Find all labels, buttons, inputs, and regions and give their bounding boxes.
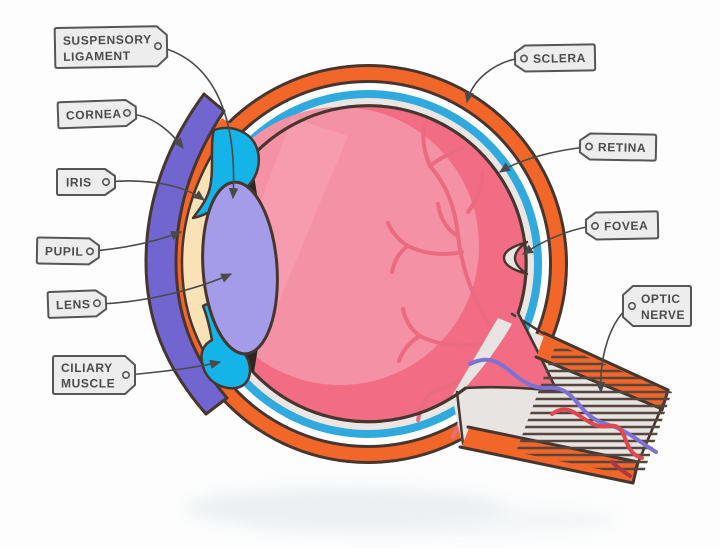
label-tag-ciliary-muscle: CILIARY MUSCLE xyxy=(52,355,136,395)
label-text-ciliary-1: CILIARY xyxy=(61,361,113,375)
label-text-iris: IRIS xyxy=(66,176,92,190)
labels: SUSPENSORY LIGAMENT CORNEA IRIS PUPIL LE… xyxy=(35,25,692,395)
label-text-lens: LENS xyxy=(56,297,91,312)
label-tag-suspensory-ligament: SUSPENSORY LIGAMENT xyxy=(53,25,169,69)
nerve-vessel-red xyxy=(550,407,644,460)
label-text-retina: RETINA xyxy=(598,140,647,155)
connector-pupil xyxy=(91,231,183,252)
connector-ciliary-muscle xyxy=(127,359,222,376)
vitreous-funnel xyxy=(465,313,557,391)
fovea-notch xyxy=(502,240,529,276)
retinal-vessels xyxy=(386,124,496,439)
ring-cut-lower xyxy=(455,390,465,446)
cornea-shape xyxy=(144,92,229,416)
connector-retina xyxy=(498,146,588,173)
label-text-pupil: PUPIL xyxy=(45,244,84,259)
label-text-sclera: SCLERA xyxy=(533,51,586,66)
connector-iris xyxy=(107,180,206,201)
connector-lens xyxy=(98,273,233,305)
nerve-vessel-red-tip xyxy=(610,460,632,478)
label-tag-cornea: CORNEA xyxy=(56,98,138,130)
label-tag-optic-nerve: OPTIC NERVE xyxy=(622,285,692,327)
label-text-suspensory-1: SUSPENSORY xyxy=(63,32,152,48)
label-tag-iris: IRIS xyxy=(56,168,116,196)
ground-shadow xyxy=(185,488,620,536)
label-tag-retina: RETINA xyxy=(578,132,658,162)
connector-suspensory-ligament xyxy=(159,46,239,200)
anterior-segment xyxy=(144,92,279,416)
label-text-fovea: FOVEA xyxy=(604,219,649,234)
nerve-vessel-purple xyxy=(468,357,658,454)
label-tag-fovea: FOVEA xyxy=(584,210,660,241)
label-text-optic-1: OPTIC xyxy=(641,292,681,306)
label-tag-sclera: SCLERA xyxy=(513,43,597,73)
label-tag-lens: LENS xyxy=(46,289,108,319)
label-text-optic-2: NERVE xyxy=(641,308,685,322)
label-text-suspensory-2: LIGAMENT xyxy=(63,49,131,64)
label-tag-pupil: PUPIL xyxy=(35,236,101,266)
label-text-ciliary-2: MUSCLE xyxy=(61,377,115,391)
label-text-cornea: CORNEA xyxy=(66,107,122,123)
eyeball xyxy=(168,64,568,464)
